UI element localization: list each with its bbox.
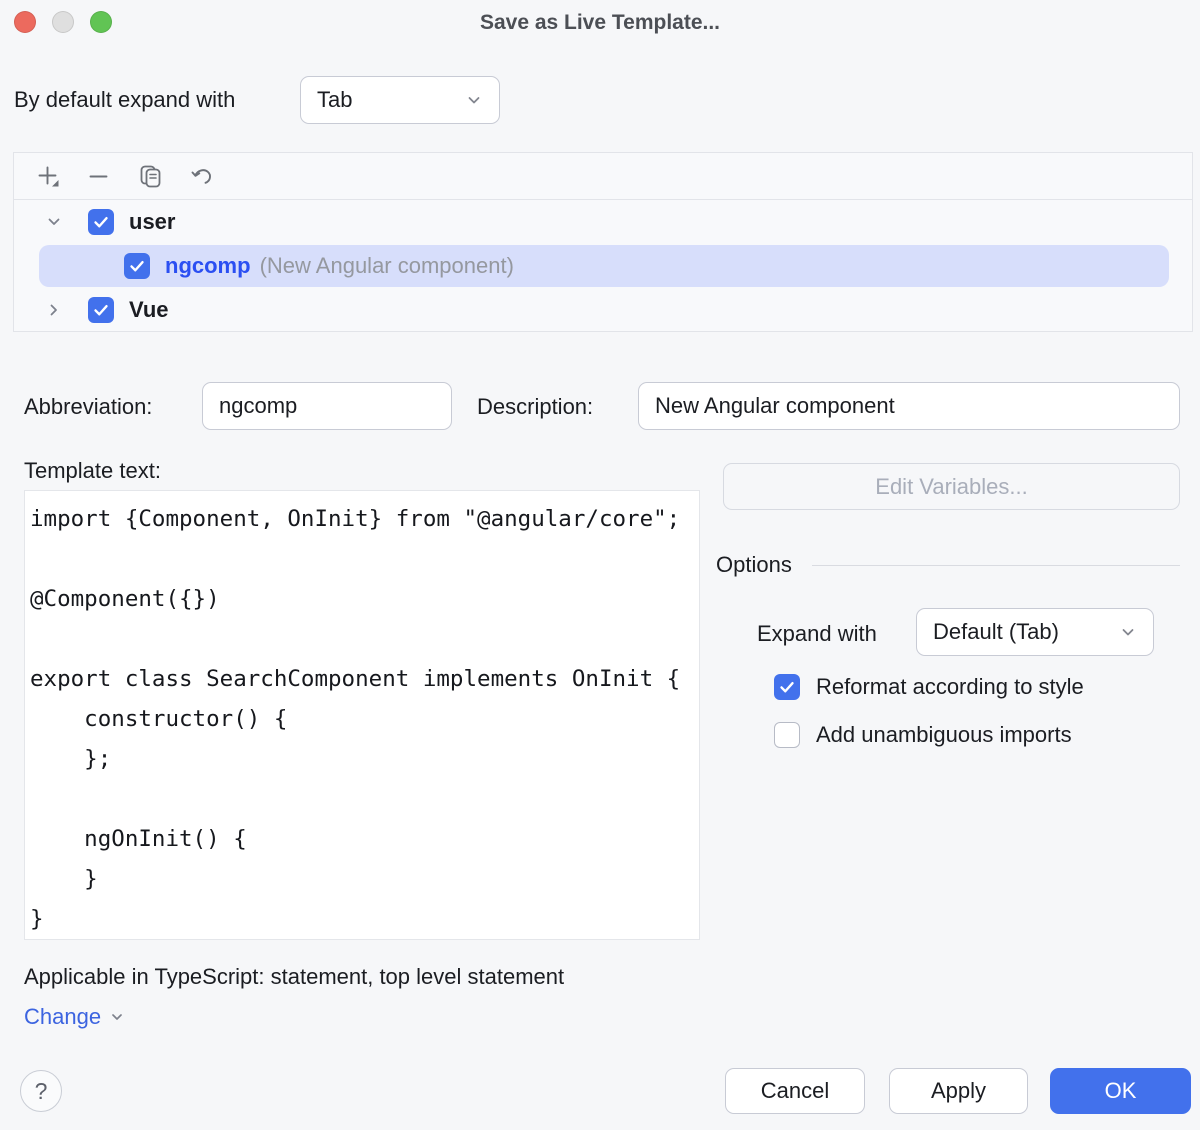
ngcomp-checkbox[interactable]	[124, 253, 150, 279]
chevron-down-icon	[465, 91, 483, 109]
revert-button[interactable]	[183, 157, 221, 195]
cancel-button[interactable]: Cancel	[725, 1068, 865, 1114]
reformat-checkbox[interactable]	[774, 674, 800, 700]
add-imports-label: Add unambiguous imports	[816, 722, 1072, 747]
template-code-editor[interactable]: import {Component, OnInit} from "@angula…	[24, 490, 700, 940]
tree-group-label: Vue	[129, 297, 169, 322]
template-description: (New Angular component)	[259, 253, 514, 278]
help-button[interactable]: ?	[20, 1070, 62, 1112]
title-bar: Save as Live Template...	[0, 0, 1200, 44]
tree-group-label: user	[129, 209, 176, 234]
tree-row-user[interactable]: user	[14, 200, 1192, 244]
tree-row-ngcomp[interactable]: ngcomp (New Angular component)	[14, 244, 1192, 288]
abbreviation-input[interactable]	[202, 382, 452, 430]
edit-variables-button[interactable]: Edit Variables...	[723, 463, 1180, 510]
close-window-button[interactable]	[14, 11, 36, 33]
selection-highlight	[39, 245, 1169, 287]
expand-chevron-icon[interactable]	[45, 301, 63, 319]
reformat-label: Reformat according to style	[816, 674, 1084, 699]
template-tree-panel: user ngcomp (New Angular component) Vue	[13, 152, 1193, 332]
remove-icon	[85, 163, 112, 190]
edit-variables-label: Edit Variables...	[875, 473, 1028, 499]
window-title: Save as Live Template...	[479, 11, 721, 34]
description-label: Description:	[477, 394, 594, 419]
minimize-window-button[interactable]	[52, 11, 74, 33]
default-expand-value: Tab	[317, 87, 353, 112]
chevron-down-icon	[109, 1009, 125, 1025]
duplicate-button[interactable]	[131, 157, 169, 195]
cancel-label: Cancel	[760, 1078, 830, 1103]
collapse-chevron-icon[interactable]	[45, 213, 63, 231]
template-code: import {Component, OnInit} from "@angula…	[30, 506, 681, 932]
options-divider	[811, 564, 1180, 566]
add-imports-checkbox[interactable]	[774, 722, 800, 748]
ok-button[interactable]: OK	[1050, 1068, 1191, 1114]
tree-row-vue[interactable]: Vue	[14, 288, 1192, 332]
vue-checkbox[interactable]	[88, 297, 114, 323]
template-name: ngcomp	[165, 253, 251, 278]
expand-with-label: Expand with	[757, 621, 877, 646]
revert-icon	[189, 163, 216, 190]
help-icon: ?	[34, 1077, 48, 1104]
expand-with-select[interactable]: Default (Tab)	[916, 608, 1154, 656]
change-context-link[interactable]: Change	[24, 1004, 125, 1030]
apply-label: Apply	[930, 1078, 987, 1103]
add-button[interactable]	[29, 157, 67, 195]
add-icon	[35, 163, 62, 190]
options-header-label: Options	[716, 552, 792, 577]
duplicate-icon	[137, 163, 164, 190]
add-imports-option[interactable]: Add unambiguous imports	[774, 722, 1072, 748]
applicable-context-text: Applicable in TypeScript: statement, top…	[24, 964, 565, 989]
reformat-option[interactable]: Reformat according to style	[774, 674, 1084, 700]
apply-button[interactable]: Apply	[889, 1068, 1028, 1114]
change-link-label: Change	[24, 1004, 102, 1029]
template-text-label: Template text:	[24, 458, 161, 483]
default-expand-select[interactable]: Tab	[300, 76, 500, 124]
expand-with-value: Default (Tab)	[933, 619, 1059, 644]
user-checkbox[interactable]	[88, 209, 114, 235]
options-section-header: Options	[716, 552, 1180, 578]
chevron-down-icon	[1119, 623, 1137, 641]
zoom-window-button[interactable]	[90, 11, 112, 33]
remove-button[interactable]	[79, 157, 117, 195]
description-input[interactable]	[638, 382, 1180, 430]
ok-label: OK	[1104, 1078, 1137, 1103]
tree-toolbar	[14, 153, 1192, 200]
default-expand-label: By default expand with	[14, 87, 236, 112]
abbreviation-label: Abbreviation:	[24, 394, 153, 419]
